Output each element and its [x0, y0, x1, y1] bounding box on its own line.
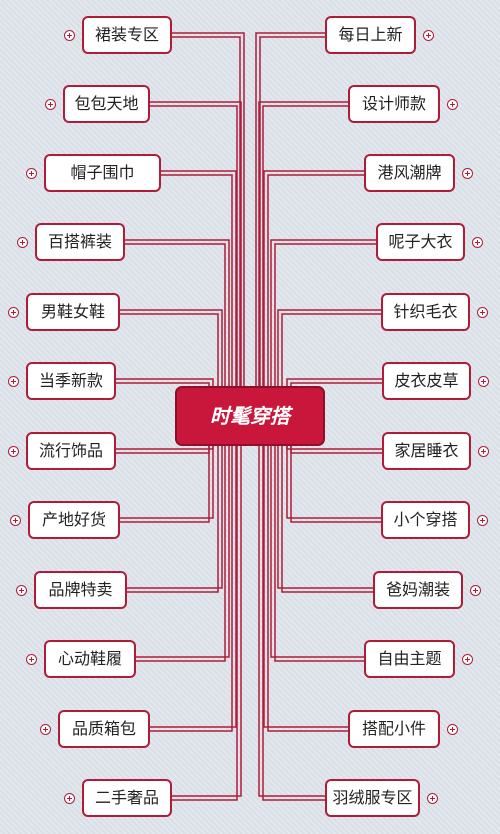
topic-right-6[interactable]: 家居睡衣	[382, 432, 471, 470]
connector-left-10	[150, 415, 237, 728]
topic-right-3[interactable]: 呢子大衣	[376, 223, 465, 261]
connector-right-inner-0	[259, 36, 325, 416]
expand-plus-icon[interactable]	[17, 237, 28, 248]
connector-right-inner-1	[262, 105, 348, 416]
connector-right-inner-3	[274, 243, 376, 416]
connector-right-inner-7	[290, 416, 381, 523]
connector-left-1	[150, 101, 242, 417]
connector-right-0	[255, 32, 325, 417]
connector-left-inner-0	[172, 36, 241, 416]
expand-plus-icon[interactable]	[478, 376, 489, 387]
connector-left-inner-4	[120, 313, 219, 416]
expand-plus-icon[interactable]	[64, 793, 75, 804]
connector-left-inner-10	[150, 416, 233, 732]
connector-left-11	[172, 415, 242, 797]
expand-plus-icon[interactable]	[423, 30, 434, 41]
connector-right-inner-4	[281, 313, 381, 416]
topic-right-11[interactable]: 羽绒服专区	[325, 779, 420, 817]
connector-right-inner-8	[281, 416, 373, 593]
expand-plus-icon[interactable]	[477, 307, 488, 318]
topic-right-1[interactable]: 设计师款	[348, 85, 440, 123]
topic-right-7[interactable]: 小个穿搭	[381, 501, 470, 539]
topic-right-0[interactable]: 每日上新	[325, 16, 416, 54]
connector-left-0	[172, 32, 245, 417]
connector-left-inner-7	[120, 416, 210, 523]
connector-left-inner-3	[125, 243, 226, 416]
topic-left-3[interactable]: 百搭裤装	[35, 223, 125, 261]
connector-left-9	[136, 415, 230, 658]
expand-plus-icon[interactable]	[16, 585, 27, 596]
expand-plus-icon[interactable]	[64, 30, 75, 41]
connector-right-inner-10	[267, 416, 348, 732]
topic-right-4[interactable]: 针织毛衣	[381, 293, 470, 331]
connector-right-inner-9	[274, 416, 364, 662]
topic-left-2[interactable]: 帽子围巾	[44, 154, 161, 192]
connector-right-9	[270, 415, 364, 658]
topic-left-0[interactable]: 裙装专区	[82, 16, 172, 54]
connector-right-inner-11	[262, 416, 325, 801]
topic-right-9[interactable]: 自由主题	[364, 640, 455, 678]
connector-left-inner-2	[161, 174, 233, 416]
expand-plus-icon[interactable]	[470, 585, 481, 596]
expand-plus-icon[interactable]	[26, 654, 37, 665]
expand-plus-icon[interactable]	[462, 168, 473, 179]
expand-plus-icon[interactable]	[427, 793, 438, 804]
connector-left-inner-9	[136, 416, 226, 662]
expand-plus-icon[interactable]	[462, 654, 473, 665]
topic-left-4[interactable]: 男鞋女鞋	[26, 293, 120, 331]
connector-right-inner-2	[267, 174, 364, 416]
topic-left-11[interactable]: 二手奢品	[82, 779, 172, 817]
expand-plus-icon[interactable]	[10, 515, 21, 526]
topic-left-7[interactable]: 产地好货	[28, 501, 120, 539]
expand-plus-icon[interactable]	[8, 376, 19, 387]
topic-left-10[interactable]: 品质箱包	[58, 710, 150, 748]
topic-left-1[interactable]: 包包天地	[63, 85, 150, 123]
connector-right-1	[258, 101, 348, 417]
topic-left-5[interactable]: 当季新款	[26, 362, 116, 400]
topic-left-8[interactable]: 品牌特卖	[34, 571, 127, 609]
expand-plus-icon[interactable]	[8, 446, 19, 457]
topic-right-5[interactable]: 皮衣皮草	[382, 362, 471, 400]
expand-plus-icon[interactable]	[40, 724, 51, 735]
topic-left-9[interactable]: 心动鞋履	[44, 640, 136, 678]
connector-right-11	[258, 415, 325, 797]
topic-right-8[interactable]: 爸妈潮装	[373, 571, 463, 609]
expand-plus-icon[interactable]	[477, 515, 488, 526]
expand-plus-icon[interactable]	[478, 446, 489, 457]
topic-right-2[interactable]: 港风潮牌	[364, 154, 455, 192]
expand-plus-icon[interactable]	[472, 237, 483, 248]
topic-right-10[interactable]: 搭配小件	[348, 710, 440, 748]
expand-plus-icon[interactable]	[447, 724, 458, 735]
expand-plus-icon[interactable]	[45, 99, 56, 110]
connector-right-10	[263, 415, 348, 728]
expand-plus-icon[interactable]	[8, 307, 19, 318]
central-topic[interactable]: 时髦穿搭	[175, 386, 325, 446]
expand-plus-icon[interactable]	[447, 99, 458, 110]
expand-plus-icon[interactable]	[26, 168, 37, 179]
topic-left-6[interactable]: 流行饰品	[26, 432, 116, 470]
connector-left-inner-8	[127, 416, 219, 593]
connector-left-inner-11	[172, 416, 238, 801]
connector-left-inner-1	[150, 105, 238, 416]
